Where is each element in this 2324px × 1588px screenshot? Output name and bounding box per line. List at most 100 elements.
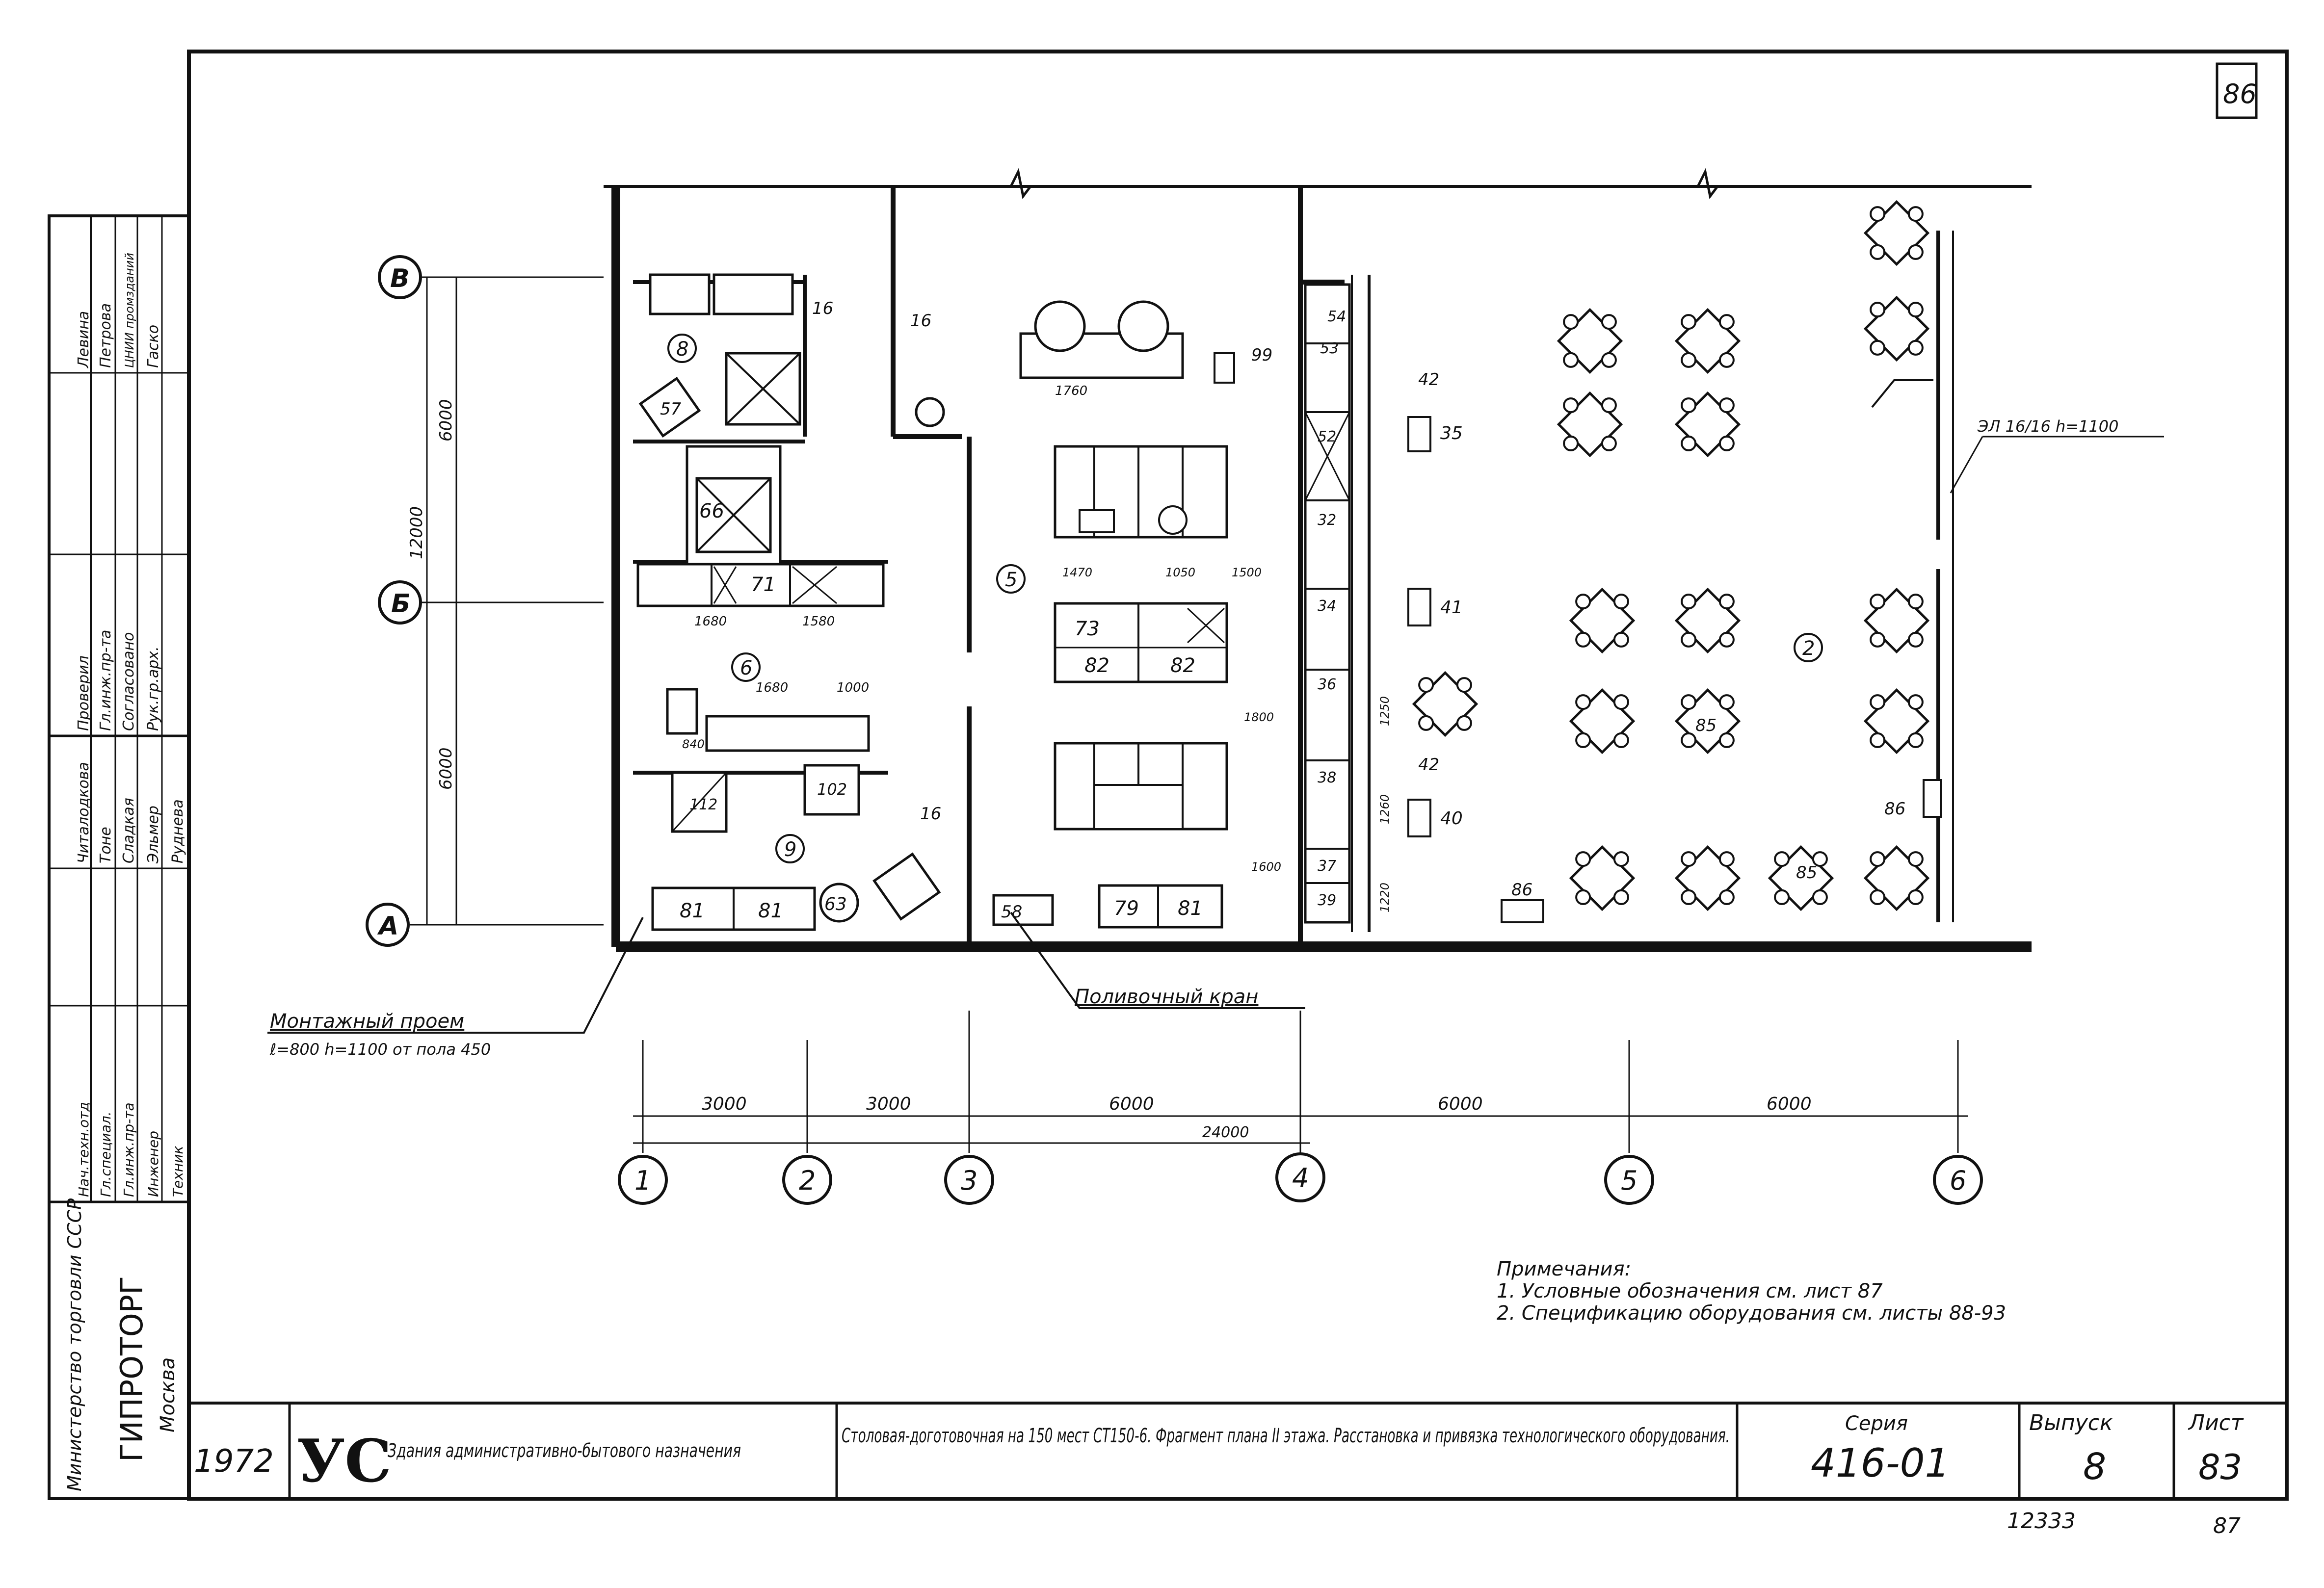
opening-leader (267, 917, 644, 1034)
room-2: 2 (1802, 637, 1815, 660)
notes-item-1: 1. Условные обозначения см. лист 87 (1497, 1280, 1883, 1302)
row-label-v: В (390, 264, 410, 293)
notes-title: Примечания: (1497, 1258, 1631, 1280)
equip-36: 36 (1318, 676, 1336, 693)
equip-99: 99 (1251, 345, 1272, 365)
equip-82a: 82 (1084, 654, 1109, 677)
stamp-name-7: Сладкая (120, 798, 137, 863)
equip-37: 37 (1318, 858, 1336, 875)
equip-81c: 81 (1178, 897, 1203, 920)
room-63: 63 (824, 894, 847, 914)
equip-32: 32 (1318, 512, 1336, 529)
room-8: 8 (676, 338, 688, 361)
stamp-name-8: Эльмер (145, 806, 162, 864)
tap-label: Поливочный кран (1075, 986, 1258, 1008)
stamp-role-9: Техник (170, 1146, 186, 1197)
col-dim-5-6: 6000 (1767, 1094, 1812, 1114)
col-label-2: 2 (799, 1165, 816, 1196)
row-dim-upper: 6000 (436, 399, 456, 442)
stamp-city: Москва (157, 1357, 179, 1432)
issue-label: Выпуск (2029, 1410, 2113, 1435)
opening-desc: ℓ=800 h=1100 от пола 450 (269, 1040, 491, 1059)
bottom-num-2: 87 (2213, 1513, 2241, 1538)
dining-tables (1412, 200, 1930, 911)
title-description: Столовая-доготовочная на 150 мест СТ150-… (842, 1425, 1730, 1447)
row-axis-markers (366, 255, 604, 947)
stamp-name-5: Читалодкова (75, 762, 92, 863)
kdim-7: 1580 (802, 614, 835, 629)
title-building: Здания административно-бытового назначен… (388, 1440, 741, 1461)
stamp-role-2: Гл.инж.пр-та (97, 630, 114, 731)
column-axis-markers (618, 1011, 1983, 1205)
equip-71: 71 (751, 573, 776, 596)
stamp-role-3: Согласовано (120, 632, 137, 731)
left-stamp-frame (48, 214, 190, 1500)
equipment-blocks (636, 273, 1942, 931)
equip-16c: 16 (920, 804, 941, 824)
kdim-1: 1470 (1062, 566, 1092, 579)
title-logo: УС (297, 1427, 392, 1496)
equip-53: 53 (1320, 340, 1339, 357)
row-label-b: Б (391, 589, 411, 619)
stamp-name-6: Тоне (97, 827, 114, 863)
equip-16a: 16 (812, 299, 833, 318)
room-5: 5 (1005, 569, 1017, 591)
equip-39: 39 (1318, 892, 1336, 909)
stamp-name-3: ЦНИИ промзданий (123, 253, 136, 368)
stamp-role-5: Нач.техн.отд (76, 1102, 92, 1197)
notes-item-2: 2. Спецификацию оборудования см. листы 8… (1497, 1302, 2006, 1325)
stamp-role-8: Инженер (145, 1131, 161, 1197)
title-year: 1972 (194, 1443, 274, 1480)
col-label-5: 5 (1621, 1165, 1637, 1196)
corner-box (2216, 62, 2258, 119)
equip-81a: 81 (680, 900, 705, 922)
stamp-name-2: Петрова (97, 303, 114, 368)
equip-35: 35 (1440, 423, 1463, 443)
kdim-4: 1500 (1232, 566, 1262, 579)
stamp-role-6: Гл.специал. (98, 1111, 114, 1197)
title-block-frame (189, 1402, 2287, 1499)
opening-title: Монтажный проем (270, 1010, 464, 1033)
kdim-8: 1000 (837, 680, 869, 695)
equip-66: 66 (699, 500, 724, 522)
kdim-6: 1680 (756, 680, 788, 695)
equip-52: 52 (1318, 428, 1336, 445)
bottom-num-1: 12333 (2007, 1509, 2076, 1534)
equip-85a: 85 (1796, 863, 1817, 883)
col-label-3: 3 (961, 1165, 977, 1196)
equip-112: 112 (689, 796, 717, 813)
series-value: 416-01 (1811, 1440, 1950, 1486)
equip-42b: 42 (1418, 755, 1439, 775)
row-dim-total: 12000 (407, 506, 426, 559)
equip-86b: 86 (1884, 799, 1905, 819)
kdim-5: 840 (682, 737, 705, 751)
col-dim-3-4: 6000 (1109, 1094, 1154, 1114)
kdim-11: 1260 (1378, 794, 1392, 824)
col-label-1: 1 (634, 1165, 651, 1196)
room-9: 9 (784, 838, 796, 861)
equip-40: 40 (1440, 808, 1463, 829)
tap-leader (1010, 911, 1305, 1009)
stamp-name-9: Руднева (169, 799, 186, 863)
stamp-name-4: Гаско (145, 325, 162, 368)
equip-38: 38 (1318, 769, 1336, 786)
equip-102: 102 (817, 780, 847, 799)
equip-16b: 16 (910, 311, 931, 331)
equip-79: 79 (1114, 897, 1139, 920)
kdim-3: 1680 (694, 614, 727, 629)
kdim-2: 1050 (1165, 566, 1195, 579)
equip-57: 57 (660, 399, 682, 419)
equip-54: 54 (1327, 308, 1346, 325)
col-dim-1-2: 3000 (702, 1094, 747, 1114)
equip-42a: 42 (1418, 370, 1439, 390)
stamp-role-1: Проверил (75, 655, 92, 731)
kdim-0: 1760 (1055, 384, 1087, 398)
equip-85b: 85 (1695, 716, 1717, 735)
sheet-value: 83 (2198, 1447, 2242, 1487)
row-dim-lower: 6000 (436, 747, 456, 790)
equip-34: 34 (1318, 598, 1336, 615)
equip-41: 41 (1440, 598, 1463, 618)
equip-82b: 82 (1170, 654, 1195, 677)
